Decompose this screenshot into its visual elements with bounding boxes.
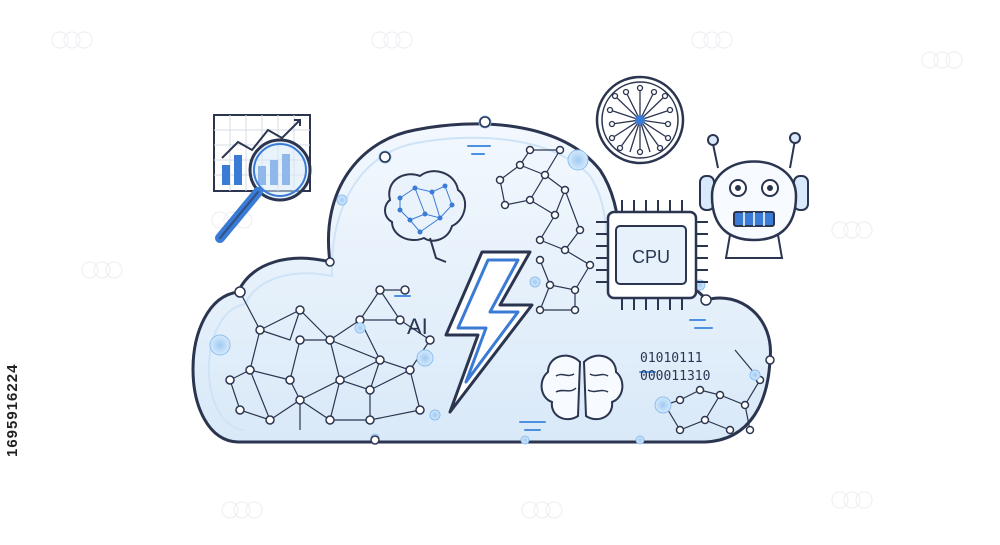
decor-dashes xyxy=(394,145,713,431)
binary-code: 01010111 000011310 xyxy=(640,351,710,384)
circuit-globe-icon xyxy=(595,75,685,165)
binary-line-1: 01010111 xyxy=(640,351,703,366)
robot-head-icon xyxy=(699,132,809,259)
cloud-border-nodes xyxy=(234,116,775,445)
network-nodes-right xyxy=(675,375,765,435)
brain-network-icon xyxy=(384,170,467,263)
lightning-bolt-icon xyxy=(444,250,534,414)
binary-line-2: 000011310 xyxy=(640,369,710,384)
network-graph-left xyxy=(229,289,431,430)
cpu-label: CPU xyxy=(632,247,670,267)
network-nodes-top xyxy=(495,145,595,315)
ai-label: AI xyxy=(407,314,428,339)
network-nodes-left xyxy=(225,285,435,425)
cpu-chip-icon: CPU xyxy=(596,200,708,310)
watermark-pattern xyxy=(51,31,963,519)
brain-icon xyxy=(540,354,624,421)
stock-id-label: 1695916224 xyxy=(4,363,21,457)
chart-magnifier-icon xyxy=(213,114,312,243)
